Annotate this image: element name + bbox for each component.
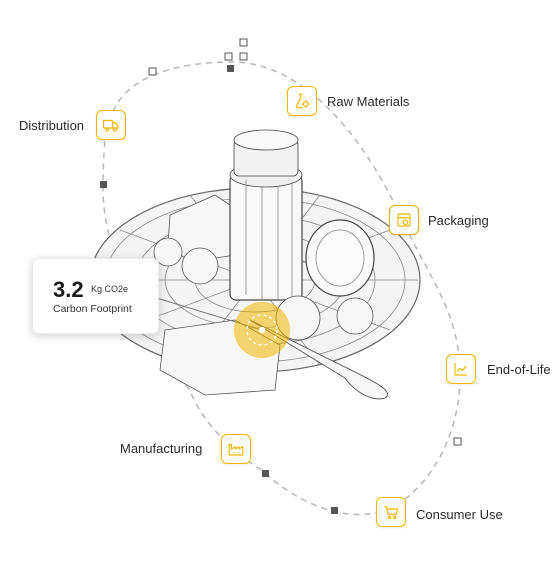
stage-label-manufacturing: Manufacturing (120, 441, 203, 456)
box-icon (397, 213, 411, 227)
shopping-cart-icon (384, 506, 399, 519)
stage-button-distribution[interactable] (96, 110, 126, 140)
path-marker (262, 470, 269, 477)
stage-button-packaging[interactable] (389, 205, 419, 235)
path-marker (224, 52, 233, 61)
chart-line-icon (454, 363, 467, 376)
stage-label-end-of-life: End-of-Life (487, 362, 551, 377)
stage-label-distribution: Distribution (19, 118, 85, 133)
footprint-value: 3.2 (53, 277, 84, 302)
highlight-target[interactable] (234, 302, 290, 358)
stage-button-end-of-life[interactable] (446, 354, 476, 384)
stage-label-packaging: Packaging (428, 213, 489, 228)
lab-flask-gear-icon (295, 93, 310, 109)
path-marker (239, 52, 248, 61)
path-marker (453, 437, 462, 446)
delivery-truck-icon (102, 119, 119, 132)
stage-button-manufacturing[interactable] (221, 434, 251, 464)
carbon-footprint-card[interactable]: 3.2 Kg CO2e Carbon Footprint (32, 258, 159, 334)
path-marker (239, 38, 248, 47)
path-marker (227, 65, 234, 72)
footprint-label: Carbon Footprint (53, 303, 132, 315)
stage-button-raw-materials[interactable] (287, 86, 317, 116)
path-marker (100, 181, 107, 188)
path-marker (331, 507, 338, 514)
stage-label-raw-materials: Raw Materials (327, 94, 410, 109)
factory-icon (228, 443, 244, 456)
stage-label-consumer-use: Consumer Use (416, 507, 503, 522)
footprint-unit: Kg CO2e (91, 284, 129, 294)
path-marker (148, 67, 157, 76)
stage-button-consumer-use[interactable] (376, 497, 406, 527)
